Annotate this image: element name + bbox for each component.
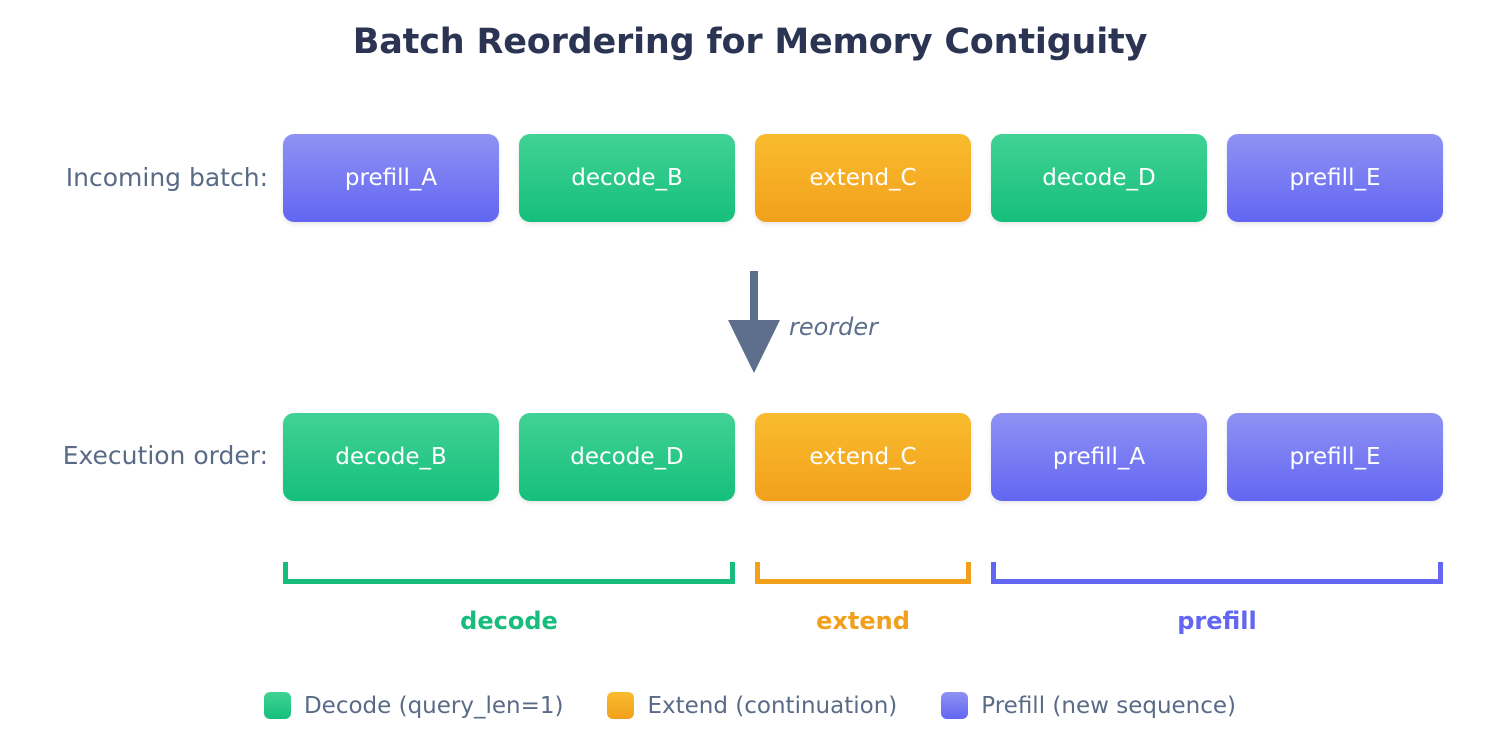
group-bracket-extend [755, 562, 971, 584]
box-label: decode_B [335, 444, 447, 470]
box-label: decode_D [570, 444, 684, 470]
group-bracket-prefill [991, 562, 1443, 584]
legend: Decode (query_len=1) Extend (continuatio… [0, 692, 1500, 719]
box-label: prefill_A [344, 165, 438, 191]
execution-box-prefill-a: prefill_A [991, 413, 1207, 501]
box-label: extend_C [809, 165, 917, 191]
legend-item-decode: Decode (query_len=1) [263, 692, 564, 719]
execution-order-label: Execution order: [62, 441, 268, 470]
legend-label-extend: Extend (continuation) [647, 692, 898, 719]
legend-swatch-extend-icon [607, 692, 635, 719]
page-title: Batch Reordering for Memory Contiguity [352, 22, 1148, 62]
reorder-arrow-label: reorder [789, 313, 879, 341]
box-label: prefill_E [1289, 444, 1381, 470]
incoming-box-prefill-a: prefill_A [283, 134, 499, 222]
incoming-box-decode-d: decode_D [991, 134, 1207, 222]
legend-label-prefill: Prefill (new sequence) [981, 692, 1237, 719]
incoming-box-prefill-e: prefill_E [1227, 134, 1443, 222]
box-label: extend_C [809, 444, 917, 470]
legend-label-decode: Decode (query_len=1) [303, 692, 564, 719]
incoming-batch-label: Incoming batch: [65, 163, 268, 192]
legend-swatch-prefill-icon [941, 692, 969, 719]
execution-box-prefill-e: prefill_E [1227, 413, 1443, 501]
group-label-prefill: prefill [1177, 607, 1257, 635]
execution-box-extend-c: extend_C [755, 413, 971, 501]
reorder-arrow-shaft [750, 271, 758, 323]
box-label: prefill_A [1052, 444, 1146, 470]
group-label-decode: decode [460, 607, 558, 635]
box-label: decode_D [1042, 165, 1156, 191]
group-label-extend: extend [816, 607, 910, 635]
incoming-box-extend-c: extend_C [755, 134, 971, 222]
reorder-arrow-head [728, 320, 780, 373]
box-label: decode_B [571, 165, 683, 191]
incoming-box-decode-b: decode_B [519, 134, 735, 222]
legend-item-extend: Extend (continuation) [607, 692, 897, 719]
execution-box-decode-d: decode_D [519, 413, 735, 501]
legend-swatch-decode-icon [263, 692, 291, 719]
group-bracket-decode [283, 562, 735, 584]
execution-box-decode-b: decode_B [283, 413, 499, 501]
legend-item-prefill: Prefill (new sequence) [941, 692, 1236, 719]
box-label: prefill_E [1289, 165, 1381, 191]
